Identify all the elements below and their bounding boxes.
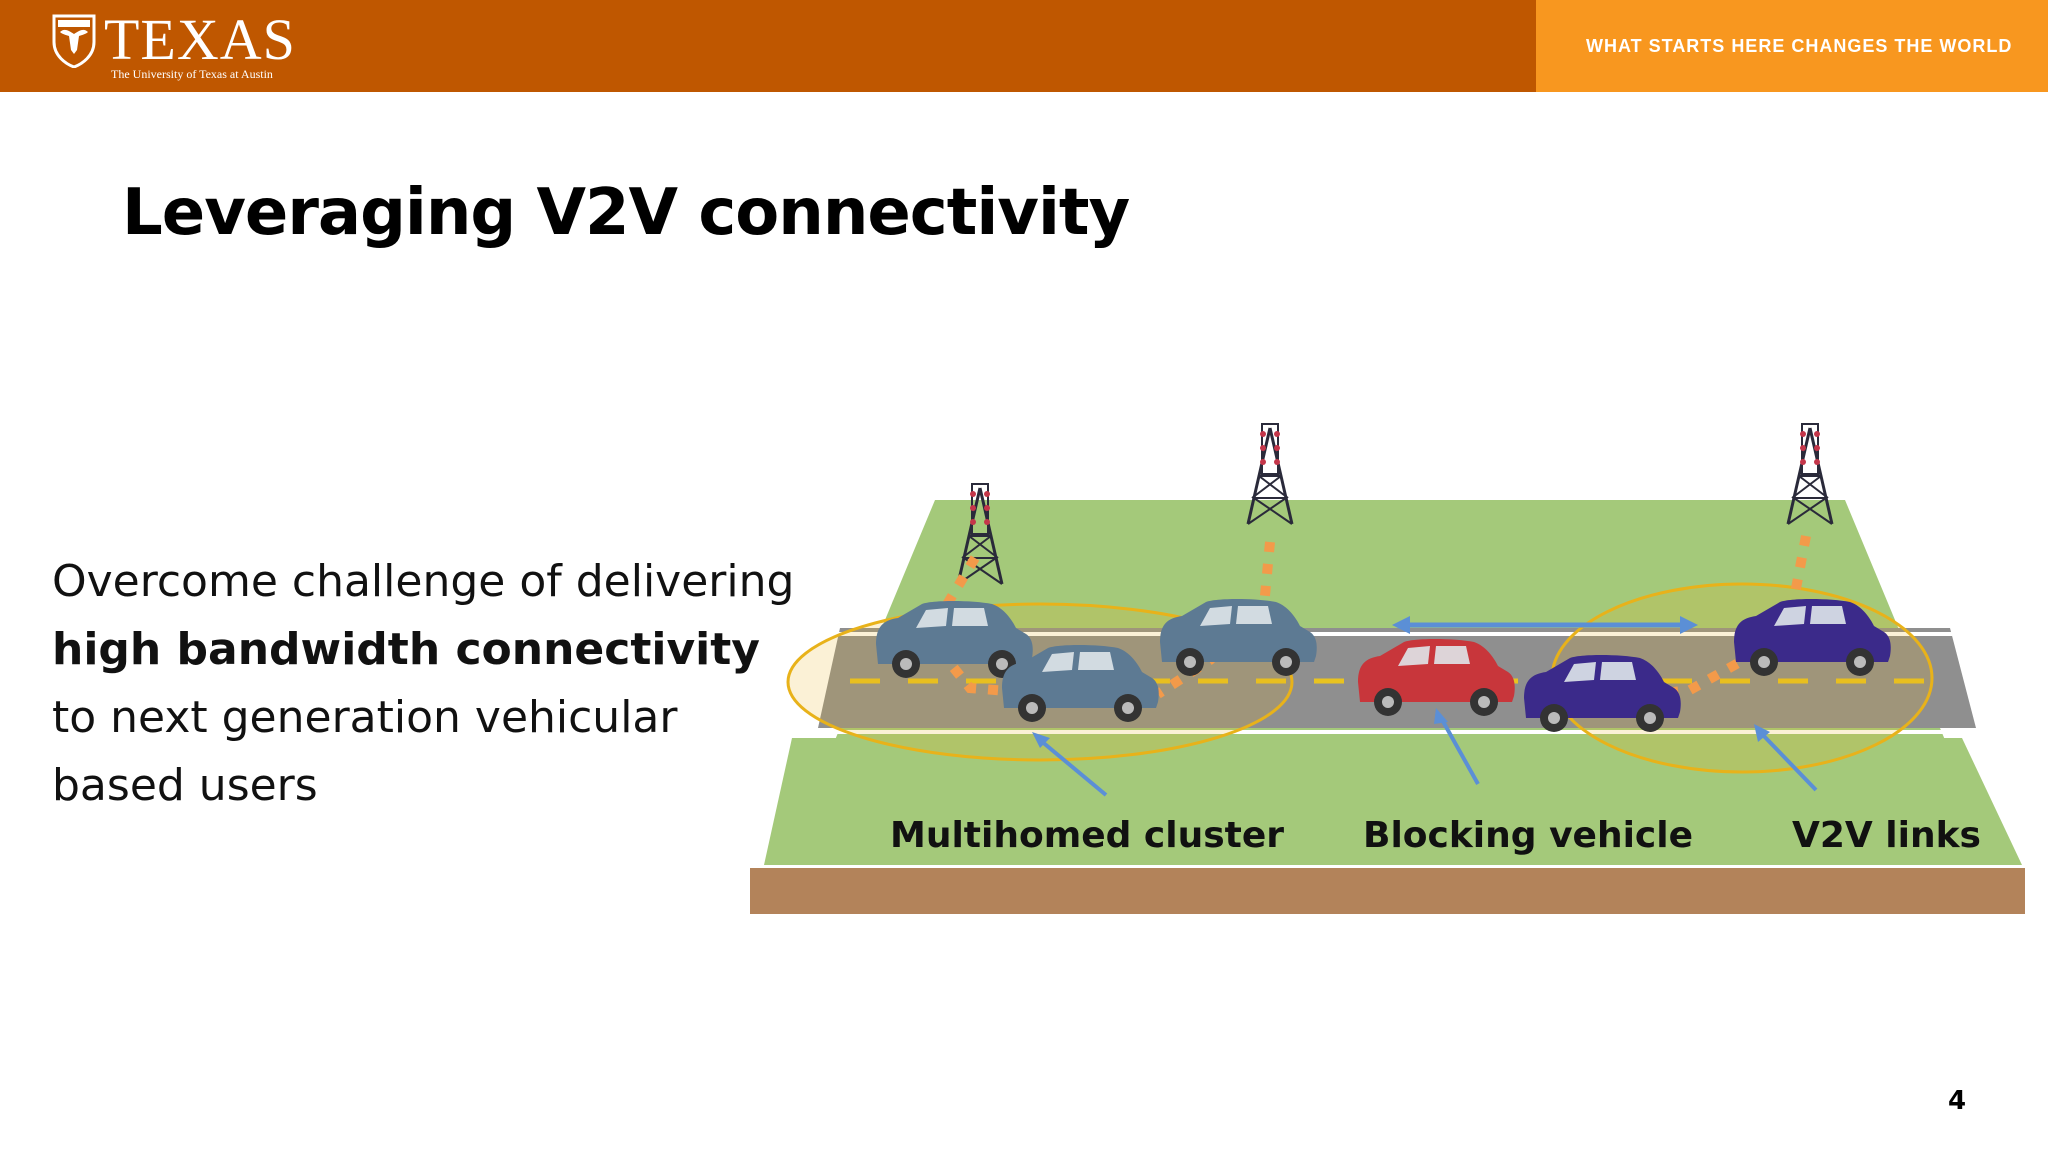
pointer-arrow (1758, 730, 1818, 792)
v2v-diagram: Multihomed cluster Blocking vehicle V2V … (750, 422, 2025, 914)
pointer-arrow (1438, 715, 1480, 785)
label-v2v-links: V2V links (1792, 815, 1981, 856)
header-tagline-panel (1536, 0, 2048, 92)
label-blocking-vehicle: Blocking vehicle (1363, 815, 1693, 856)
longhorn-shield-icon (52, 14, 96, 68)
body-line-4: based users (52, 760, 318, 811)
brand-subtitle: The University of Texas at Austin (111, 67, 273, 81)
brand-wordmark: TEXAS (104, 7, 296, 72)
arrowhead (1434, 708, 1448, 724)
body-line-1: Overcome challenge of delivering (52, 556, 795, 607)
body-line-2: high bandwidth connectivity (52, 624, 760, 675)
page-number: 4 (1948, 1086, 1967, 1116)
arrowhead (1392, 616, 1410, 634)
soil-base (750, 868, 2025, 914)
slide-body-text: Overcome challenge of delivering high ba… (52, 548, 852, 820)
header-tagline: WHAT STARTS HERE CHANGES THE WORLD (1586, 36, 2013, 56)
arrowhead (1032, 732, 1050, 748)
label-multihomed-cluster: Multihomed cluster (890, 815, 1284, 856)
arrowhead (1754, 724, 1770, 742)
arrowhead (1680, 616, 1698, 634)
pointer-arrow (1038, 738, 1108, 797)
slide-title: Leveraging V2V connectivity (122, 176, 1130, 250)
v2v-link (921, 555, 1046, 699)
body-line-3: to next generation vehicular (52, 692, 678, 743)
